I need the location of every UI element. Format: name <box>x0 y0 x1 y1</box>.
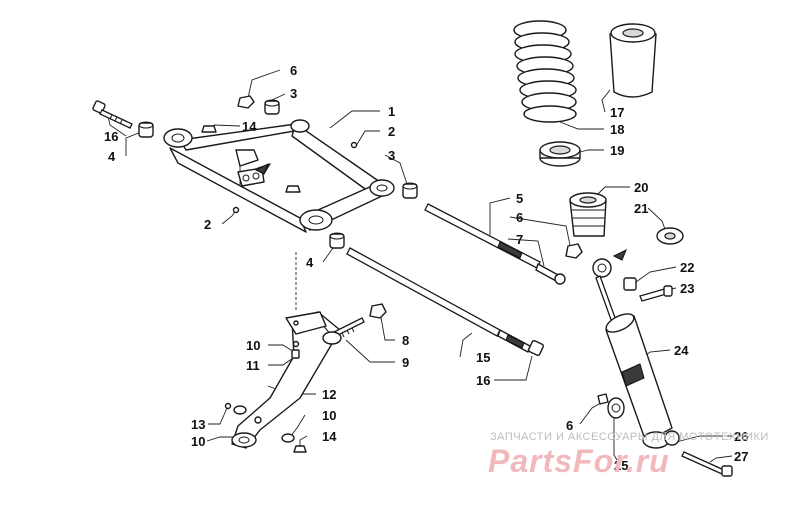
callout-9: 9 <box>402 355 409 370</box>
upper-hardware <box>138 95 418 249</box>
callout-14-lower: 14 <box>322 429 337 444</box>
direction-arrows <box>254 162 627 261</box>
callout-18: 18 <box>610 122 624 137</box>
callout-8: 8 <box>402 333 409 348</box>
callout-27: 27 <box>734 449 748 464</box>
callout-22: 22 <box>680 260 694 275</box>
callout-labels: 1 2 2 3 3 4 4 5 6 6 6 7 8 9 10 10 10 11 … <box>104 63 748 473</box>
bolt-upper-left <box>92 100 133 129</box>
watermark-logo: PartsFor.ru <box>488 443 670 479</box>
washer <box>656 227 684 245</box>
callout-10-upper: 10 <box>246 338 260 353</box>
callout-7: 7 <box>516 232 523 247</box>
spring-collar <box>539 141 581 167</box>
small-hardware <box>224 340 307 453</box>
shock-hardware <box>565 243 733 477</box>
shock-absorber <box>592 258 680 449</box>
shaft-lower <box>346 247 545 357</box>
callout-6-middle: 6 <box>516 210 523 225</box>
callout-5: 5 <box>516 191 523 206</box>
callout-10-lower-left: 10 <box>191 434 205 449</box>
callout-3-right: 3 <box>388 148 395 163</box>
callout-6-top: 6 <box>290 63 297 78</box>
a-arm-frame <box>163 119 395 233</box>
callout-13: 13 <box>191 417 205 432</box>
callout-1: 1 <box>388 104 395 119</box>
grease-fittings <box>201 125 358 214</box>
callout-2-lower: 2 <box>204 217 211 232</box>
callout-2-upper: 2 <box>388 124 395 139</box>
callout-20: 20 <box>634 180 648 195</box>
lower-bracket <box>231 311 341 449</box>
bolt-bracket <box>322 303 387 345</box>
callout-26: 26 <box>734 429 748 444</box>
coil-spring <box>513 20 577 123</box>
shaft-upper <box>424 203 566 285</box>
callout-10-lower-right: 10 <box>322 408 336 423</box>
bump-boot <box>609 23 657 98</box>
callout-25: 25 <box>614 458 628 473</box>
shock-bellows <box>569 192 607 237</box>
callout-19: 19 <box>610 143 624 158</box>
callout-4-left: 4 <box>108 149 116 164</box>
callout-3-upper: 3 <box>290 86 297 101</box>
callout-6-bottom: 6 <box>566 418 573 433</box>
watermark-tagline: ЗАПЧАСТИ И АКСЕССУАРЫ ДЛЯ МОТОТЕХНИКИ <box>490 431 769 443</box>
callout-4-center: 4 <box>306 255 314 270</box>
callout-16-upper: 16 <box>104 129 118 144</box>
callout-16-lower: 16 <box>476 373 490 388</box>
callout-24: 24 <box>674 343 689 358</box>
callout-12: 12 <box>322 387 336 402</box>
watermark: ЗАПЧАСТИ И АКСЕССУАРЫ ДЛЯ МОТОТЕХНИКИ Pa… <box>488 431 769 479</box>
callout-14-upper: 14 <box>242 119 257 134</box>
callout-17: 17 <box>610 105 624 120</box>
callout-11: 11 <box>246 358 260 373</box>
callout-23: 23 <box>680 281 694 296</box>
callout-21: 21 <box>634 201 648 216</box>
callout-15: 15 <box>476 350 490 365</box>
